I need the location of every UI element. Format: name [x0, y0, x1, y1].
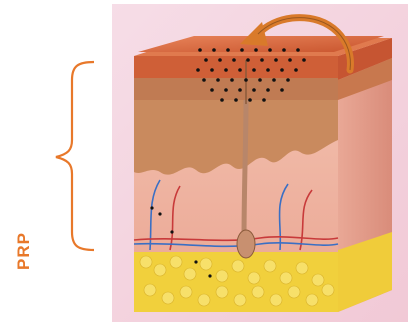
curly-brace-icon [56, 62, 94, 250]
front-basal-layer [134, 78, 338, 100]
prp-label: PRP [14, 232, 34, 270]
front-epidermis [134, 56, 338, 78]
prp-label-container: PRP [10, 120, 34, 180]
